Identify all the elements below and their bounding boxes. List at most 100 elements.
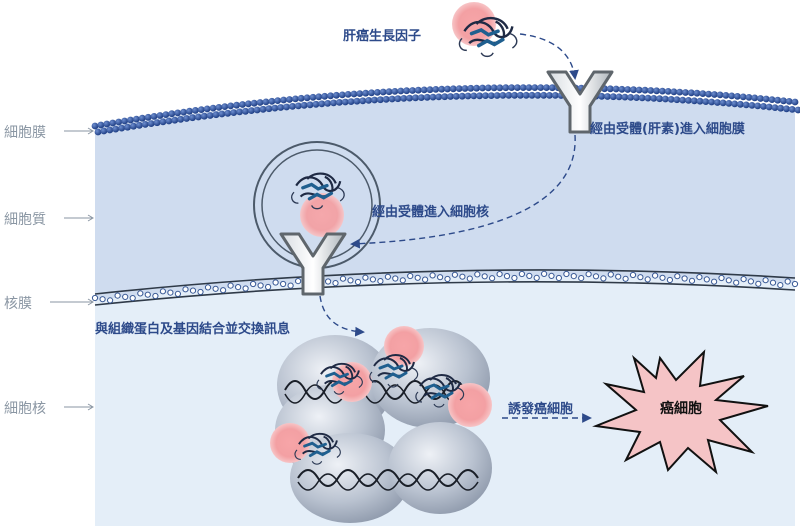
membrane-bead xyxy=(162,111,170,118)
membrane-bead xyxy=(624,86,632,93)
nuclear-pore xyxy=(585,271,592,278)
membrane-bead xyxy=(464,92,472,100)
nuclear-pore xyxy=(265,283,272,291)
membrane-bead xyxy=(696,97,704,105)
nuclear-pore xyxy=(242,285,249,292)
membrane-bead xyxy=(734,93,741,100)
nuclear-pore xyxy=(466,275,473,282)
membrane-bead xyxy=(268,97,276,105)
nuclear-pore xyxy=(615,273,622,280)
membrane-bead xyxy=(461,85,469,92)
membrane-bead xyxy=(650,95,658,102)
membrane-bead xyxy=(150,113,158,120)
membrane-bead xyxy=(239,101,246,108)
membrane-bead xyxy=(300,101,308,109)
membrane-bead xyxy=(432,86,440,93)
membrane-bead xyxy=(517,91,524,99)
membrane-bead xyxy=(647,87,655,94)
receptor-y-icon xyxy=(546,70,614,134)
membrane-bead xyxy=(528,91,536,99)
membrane-bead xyxy=(467,84,475,92)
nuclear-membrane-outer xyxy=(94,269,796,295)
membrane-bead xyxy=(365,97,373,104)
membrane-bead xyxy=(659,87,666,95)
membrane-bead xyxy=(303,94,311,102)
membrane-bead xyxy=(309,93,317,101)
nuclear-pore xyxy=(369,276,376,283)
membrane-bead xyxy=(253,106,261,114)
membrane-bead xyxy=(725,100,733,107)
arrow-membrane-to-nucleus-receptor xyxy=(350,134,576,249)
membrane-bead xyxy=(379,88,387,96)
membrane-bead xyxy=(283,103,290,111)
nuclear-pore xyxy=(182,286,189,293)
membrane-bead xyxy=(403,87,410,95)
membrane-bead xyxy=(224,109,232,117)
membrane-bead xyxy=(673,96,681,104)
nuclear-pore xyxy=(280,280,287,288)
nuclear-pore xyxy=(197,288,204,296)
nuclear-pore xyxy=(511,274,518,282)
membrane-bead xyxy=(441,93,449,101)
nuclear-pore xyxy=(607,271,614,278)
nuclear-pore xyxy=(784,278,791,285)
nuclear-pore xyxy=(407,272,414,280)
membrane-bead xyxy=(679,96,687,104)
membrane-bead xyxy=(423,93,431,101)
membrane-bead xyxy=(124,123,131,131)
nuclear-pore xyxy=(541,270,548,277)
membrane-bead xyxy=(115,118,123,126)
membrane-bead xyxy=(136,121,143,129)
membrane-bead xyxy=(783,105,790,113)
membrane-bead xyxy=(324,100,332,107)
membrane-bead xyxy=(768,96,776,103)
nuclear-pore xyxy=(622,275,629,282)
membrane-bead xyxy=(180,108,188,116)
membrane-bead xyxy=(221,103,229,110)
nuclear-pore xyxy=(144,291,151,298)
membrane-bead xyxy=(338,91,346,99)
membrane-bead xyxy=(606,85,614,93)
membrane-bead xyxy=(667,96,675,103)
membrane-bead xyxy=(236,108,244,116)
nuclear-pore xyxy=(339,275,347,282)
membrane-bead xyxy=(382,95,390,103)
label-cell-membrane: 細胞膜 xyxy=(4,125,46,141)
membrane-bead xyxy=(218,110,226,118)
membrane-bead xyxy=(670,88,678,96)
membrane-bead xyxy=(280,96,287,104)
membrane-bead xyxy=(444,85,451,93)
membrane-bead xyxy=(699,90,707,97)
membrane-bead xyxy=(206,112,214,119)
membrane-bead xyxy=(635,86,643,94)
membrane-bead xyxy=(327,92,334,100)
membrane-bead xyxy=(505,91,513,99)
nuclear-pore xyxy=(107,297,114,304)
membrane-bead xyxy=(195,113,202,121)
membrane-bead xyxy=(511,91,518,99)
nuclear-pore xyxy=(422,276,429,283)
membrane-bead xyxy=(731,100,739,108)
receptor-y-icon xyxy=(279,232,347,296)
membrane-bead xyxy=(127,116,134,124)
nuclear-pore xyxy=(740,276,747,283)
nuclear-pore xyxy=(137,290,144,297)
label-cytoplasm: 細胞質 xyxy=(4,212,46,228)
nuclear-pore xyxy=(592,273,600,280)
membrane-bead xyxy=(100,127,108,135)
nuclear-pore xyxy=(384,273,391,280)
membrane-bead xyxy=(209,104,217,112)
membrane-bead xyxy=(359,97,367,105)
membrane-bead xyxy=(144,113,152,121)
membrane-bead xyxy=(525,84,533,91)
nuclear-pore xyxy=(762,277,769,284)
callout-enter-nucleus: 經由受體進入細胞核 xyxy=(372,205,490,220)
membrane-bead xyxy=(265,105,273,113)
nuclear-pore xyxy=(481,273,488,280)
nucleosome-cluster xyxy=(270,326,492,523)
nuclear-pore xyxy=(152,292,159,300)
nuclear-pore xyxy=(703,276,710,283)
callout-induce-cancer: 誘發癌細胞 xyxy=(508,402,574,417)
membrane-bead xyxy=(271,104,279,112)
membrane-bead xyxy=(230,109,238,116)
